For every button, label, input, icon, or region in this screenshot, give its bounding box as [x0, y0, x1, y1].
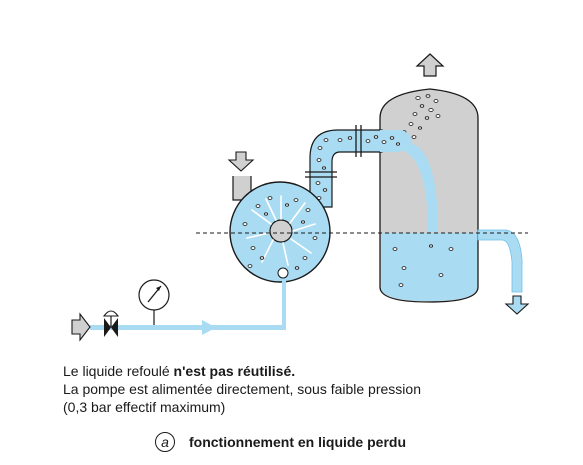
caption-line1-suffix: .	[291, 363, 296, 379]
impeller-blades	[246, 195, 316, 266]
caption-line-2: La pompe est alimentée directement, sous…	[63, 381, 421, 397]
falling-stream	[402, 143, 438, 232]
supply-inlet-arrow-icon	[71, 312, 91, 342]
caption: Le liquide refoulé n'est pas réutilisé. …	[63, 362, 563, 416]
liquid-bubbles	[392, 244, 454, 287]
liquid-outlet-arrow-icon	[504, 295, 530, 315]
figure-letter-badge: a	[155, 432, 175, 452]
discharge-pipe	[309, 129, 383, 208]
pump-bubbles	[242, 196, 318, 270]
supply-line	[90, 280, 286, 330]
figure-title: fonctionnement en liquide perdu	[189, 434, 406, 450]
caption-line-1: Le liquide refoulé n'est pas réutilisé.	[63, 362, 563, 380]
caption-line-3: (0,3 bar effectif maximum)	[63, 399, 226, 415]
figure-label: a fonctionnement en liquide perdu	[155, 431, 406, 453]
vessel-liquid	[381, 233, 477, 301]
caption-line1-prefix: Le liquide refoulé	[63, 363, 174, 379]
pump-inlet-arrow-icon	[227, 151, 255, 172]
pipe-vessel-inlet	[380, 130, 412, 152]
gas-outlet-arrow-icon	[415, 53, 445, 77]
caption-line1-bold: n'est pas réutilisé	[173, 363, 292, 379]
pipe-bubbles	[315, 135, 400, 200]
vessel-bubbles	[401, 94, 441, 139]
supply-valve-icon	[102, 310, 120, 337]
supply-flow-arrow-icon	[202, 320, 216, 335]
impeller-hub	[269, 219, 293, 243]
pump-diagram	[71, 53, 530, 342]
pipe-flanges	[305, 125, 362, 178]
overflow-pipe	[477, 229, 523, 293]
pump-suction-port	[277, 267, 289, 279]
